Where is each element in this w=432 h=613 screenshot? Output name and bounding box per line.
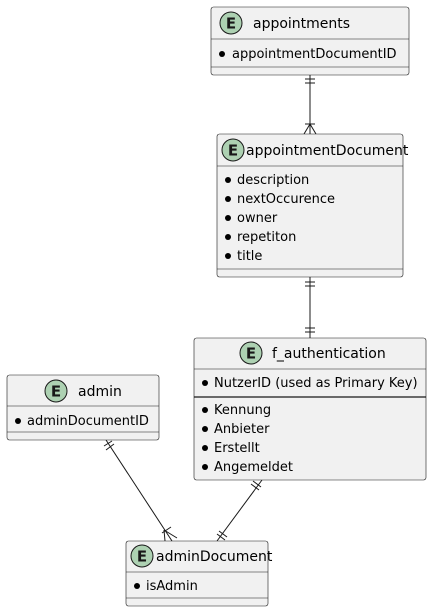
- crowfoot-marker: [309, 123, 317, 135]
- entity-icon: [239, 341, 263, 365]
- bullet-icon: [202, 445, 208, 451]
- crowfoot-marker: [163, 529, 178, 539]
- entity-badge-letter: E: [228, 142, 238, 160]
- entity-icon: [221, 138, 245, 162]
- entity-badge-letter: E: [137, 548, 147, 566]
- entity-badge-letter: E: [246, 345, 256, 363]
- entity-adminDocument[interactable]: E adminDocument isAdmin: [125, 540, 273, 607]
- entity-attribute: isAdmin: [146, 579, 198, 594]
- bullet-icon: [225, 253, 231, 259]
- entity-icon: [44, 379, 68, 403]
- entity-title: appointments: [253, 16, 350, 32]
- entity-appointmentDocument[interactable]: E appointmentDocument description nextOc…: [216, 133, 409, 278]
- relation-appointments-appointmentDocument: [303, 75, 317, 135]
- bullet-icon: [225, 196, 231, 202]
- exactly-one-marker: [216, 533, 226, 541]
- entity-badge-letter: E: [51, 383, 61, 401]
- entity-attribute: Kennung: [214, 403, 271, 418]
- entity-attribute: Anbieter: [214, 422, 270, 437]
- relation-admin-adminDocument: [103, 439, 178, 542]
- one-marker: [161, 526, 172, 534]
- entity-f_authentication[interactable]: E f_authentication NutzerID (used as Pri…: [193, 337, 427, 481]
- crowfoot-marker: [163, 529, 166, 542]
- bullet-icon: [202, 426, 208, 432]
- entity-icon: [130, 544, 154, 568]
- bullet-icon: [15, 418, 21, 424]
- exactly-one-marker: [218, 530, 228, 538]
- entity-appointments[interactable]: E appointments appointmentDocumentID: [210, 6, 410, 76]
- bullet-icon: [225, 234, 231, 240]
- bullet-icon: [202, 407, 208, 413]
- exactly-one-marker: [252, 480, 262, 488]
- entity-attribute: title: [237, 249, 262, 264]
- entity-attribute: nextOccurence: [237, 192, 335, 207]
- entity-attribute: repetiton: [237, 230, 296, 245]
- entity-attribute: Erstellt: [214, 441, 260, 456]
- entity-title: f_authentication: [272, 346, 386, 362]
- exactly-one-marker: [105, 443, 115, 451]
- entity-attribute: description: [237, 173, 309, 188]
- exactly-one-marker: [103, 440, 113, 447]
- bullet-icon: [202, 464, 208, 470]
- relation-appointmentDocument-f_authentication: [305, 277, 315, 338]
- bullet-icon: [202, 380, 208, 386]
- relation-f_authentication-adminDocument: [216, 479, 263, 542]
- entity-attribute: owner: [237, 211, 278, 226]
- bullet-icon: [225, 215, 231, 221]
- crowfoot-marker: [303, 123, 311, 135]
- bullet-icon: [134, 583, 140, 589]
- entity-attribute: adminDocumentID: [27, 414, 149, 429]
- entity-admin[interactable]: E admin adminDocumentID: [6, 374, 160, 441]
- bullet-icon: [219, 51, 225, 57]
- entity-title: adminDocument: [156, 549, 273, 565]
- entity-icon: [219, 11, 243, 35]
- relationships: [103, 75, 317, 542]
- bullet-icon: [225, 177, 231, 183]
- entity-title: admin: [78, 384, 122, 400]
- entity-title: appointmentDocument: [246, 143, 409, 159]
- entity-key-attribute: NutzerID (used as Primary Key): [214, 376, 418, 391]
- entity-attribute: Angemeldet: [214, 460, 293, 475]
- entity-attribute: appointmentDocumentID: [232, 47, 397, 62]
- exactly-one-marker: [250, 483, 260, 491]
- entity-badge-letter: E: [226, 15, 236, 33]
